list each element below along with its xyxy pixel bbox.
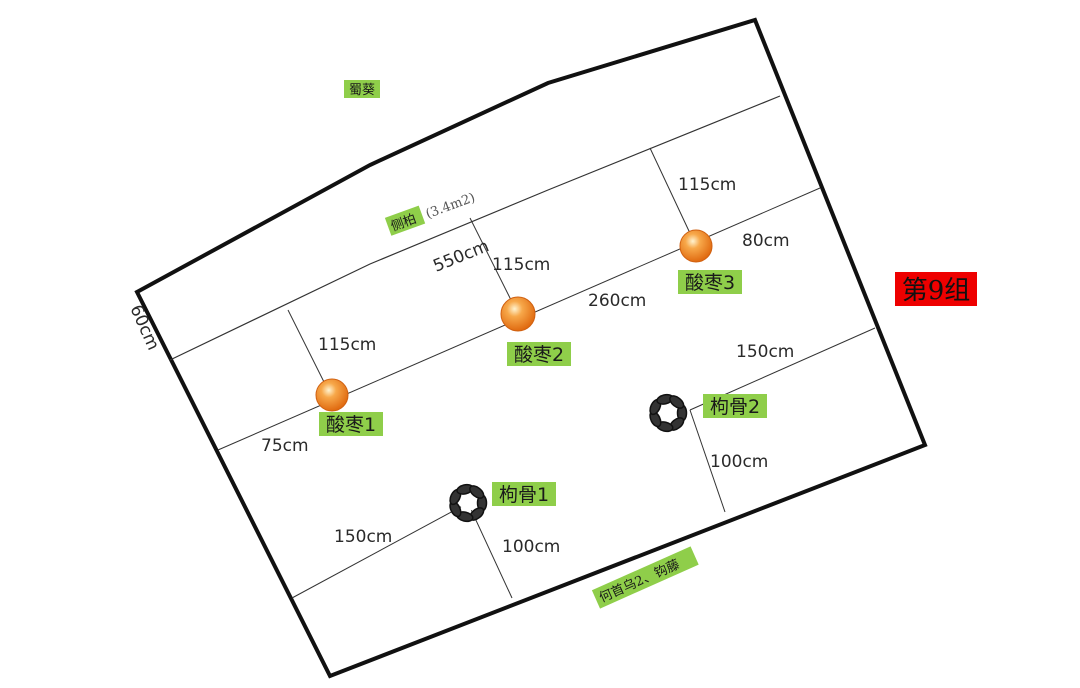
holly-leaf-lobe (669, 395, 685, 409)
label-cebai-area: (3.4m2) (424, 190, 477, 222)
dim-gq2-down: 100cm (710, 452, 768, 472)
suanzao-2-marker (500, 296, 536, 332)
label-suanzao2: 酸枣2 (514, 344, 564, 366)
gouqi-2-marker (649, 393, 688, 433)
label-suanzao1: 酸枣1 (326, 414, 376, 436)
dim-sz1-left: 75cm (261, 436, 309, 456)
dim-sz2-up: 115cm (492, 255, 550, 275)
dim-length: 550cm (430, 236, 492, 276)
label-shukui: 蜀葵 (349, 83, 375, 98)
dim-sz3-right: 80cm (742, 231, 790, 251)
dim-gq1-down: 100cm (502, 537, 560, 557)
dimension-lines (217, 147, 876, 599)
holly-center (660, 405, 676, 421)
dim-sz3-up: 115cm (678, 175, 736, 195)
label-bg-suanzao1 (319, 412, 383, 436)
label-gouqi1: 枸骨1 (499, 484, 549, 506)
dim-gq1-left: 150cm (334, 527, 392, 547)
label-suanzao3: 酸枣3 (685, 272, 735, 294)
label-bg-gouqi2 (703, 394, 767, 418)
dim-gq2-right: 150cm (736, 342, 794, 362)
label-gouqi2: 枸骨2 (710, 396, 760, 418)
label-bg-gouqi1 (492, 482, 556, 506)
suanzao-1-marker (315, 378, 349, 412)
label-bg-cebai (384, 205, 426, 236)
label-heshouwu: 何首乌2、钩藤 (597, 556, 682, 606)
dim-sz2-to-sz3: 260cm (588, 291, 646, 311)
label-bg-suanzao3 (678, 270, 742, 294)
group-badge (895, 272, 977, 306)
label-bg-heshouwu (591, 546, 699, 609)
suanzao-3-marker (679, 229, 713, 263)
gouqi-1-marker (449, 483, 488, 523)
label-bg-shukui (344, 80, 380, 98)
group-label: 第9组 (902, 276, 971, 306)
dim-sz1-up: 115cm (318, 335, 376, 355)
bed-boundary-line (169, 95, 781, 361)
plot-outline (134, 17, 928, 679)
label-bg-suanzao2 (507, 342, 571, 366)
dim-left-edge: 60cm (125, 302, 163, 354)
holly-center (460, 495, 476, 511)
holly-leaf-lobe (469, 485, 485, 499)
